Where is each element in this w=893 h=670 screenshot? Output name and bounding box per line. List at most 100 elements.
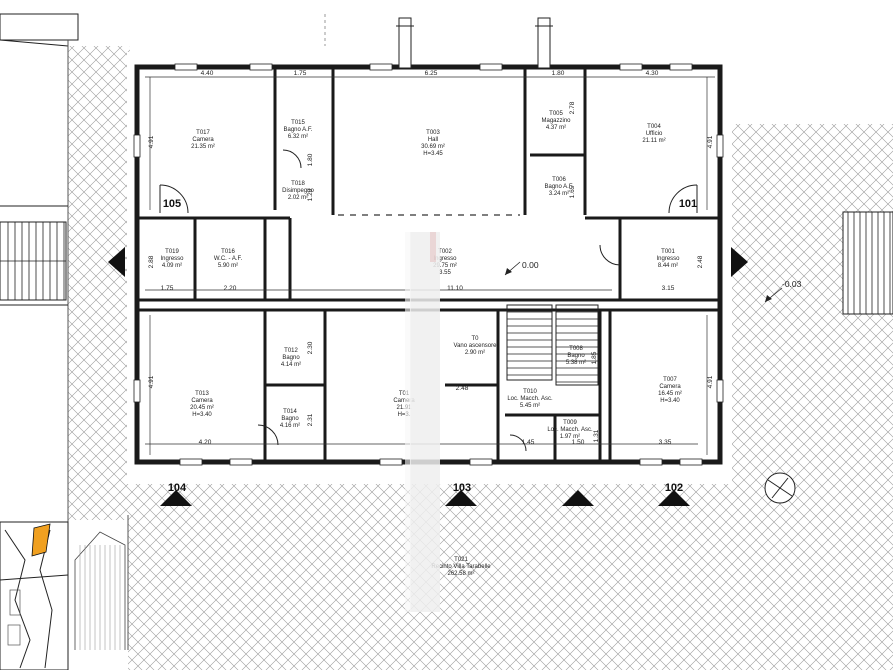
room-area: 2.90 m²	[465, 350, 485, 356]
dimension-lines	[145, 76, 715, 455]
room-area: 21.35 m²	[191, 144, 215, 150]
window	[174, 63, 198, 71]
dimension-text: 4.91	[707, 375, 714, 388]
room-name: Loc. Macch. Asc.	[547, 427, 593, 433]
window	[369, 63, 393, 71]
room-area: 30.69 m²	[421, 144, 445, 150]
dimension-text: 4.91	[148, 375, 155, 388]
room-area: 21.91	[396, 405, 412, 411]
window	[669, 63, 693, 71]
room-name: Hall	[428, 137, 438, 143]
door-105-label: 105	[163, 198, 181, 210]
room-code: T01	[399, 391, 410, 397]
room-code: T0	[471, 336, 479, 342]
door-103-label: 103	[453, 482, 471, 494]
room-code: T005	[549, 111, 563, 117]
room-area: 4.09 m²	[162, 263, 182, 269]
window	[133, 134, 141, 158]
room-name: Bagno	[281, 416, 299, 422]
entrance-arrow-east	[731, 247, 748, 277]
room-code: T007	[663, 377, 677, 383]
entrance-arrow-103	[445, 490, 477, 506]
room-name: Camera	[191, 398, 213, 404]
level-inside-text: 0.00	[522, 260, 539, 270]
dimension-text: 2.78	[569, 101, 576, 114]
room-name: Bagno A.F.	[544, 184, 573, 190]
window	[179, 458, 203, 466]
room-area: 5.90 m²	[218, 263, 238, 269]
room-name: Ingresso	[160, 256, 184, 262]
window	[479, 63, 503, 71]
room-code: T008	[569, 346, 583, 352]
dimension-text: 4.40	[201, 70, 214, 77]
level-outside-text: -0.03	[782, 279, 802, 289]
room-area: 21.11 m²	[642, 138, 665, 144]
dimension-text: 11.10	[447, 285, 463, 292]
chimney-left	[396, 17, 414, 69]
dimension-text: 4.91	[148, 135, 155, 148]
room-area: 4.16 m²	[280, 423, 300, 429]
courtyard-label: T021 Recinto Villa Tarabelle 262.58 m²	[431, 557, 491, 577]
room-name: Disimpegno	[282, 188, 314, 194]
dimension-text: 4.91	[707, 135, 714, 148]
room-name-T021: Recinto Villa Tarabelle	[431, 564, 491, 570]
neighbour-house	[74, 531, 126, 650]
dimension-text: 2.48	[456, 385, 469, 392]
dimension-text: 3.15	[662, 285, 675, 292]
room-name: Vano ascensore	[454, 343, 498, 349]
dimension-text: 2.88	[148, 255, 155, 268]
room-area: 16.45 m²	[658, 391, 682, 397]
window	[133, 379, 141, 403]
door-102-label: 102	[665, 482, 683, 494]
room-h: H=3.	[398, 412, 411, 418]
entrance-arrow-stair	[562, 490, 594, 506]
dimension-text: 1.65	[569, 185, 576, 198]
room-area: 8.44 m²	[658, 263, 678, 269]
entrance-arrow-102	[658, 490, 690, 506]
window	[639, 458, 663, 466]
room-code: T013	[195, 391, 209, 397]
dimension-text: 1.45	[522, 439, 535, 446]
room-code: T017	[196, 130, 210, 136]
room-area: 3.24 m²	[549, 191, 569, 197]
room-h: H=3.45	[423, 151, 443, 157]
room-code: T004	[647, 124, 661, 130]
window	[716, 134, 724, 158]
dimension-text: 1.31	[593, 429, 600, 442]
room-name: Loc. Macch. Asc.	[507, 396, 553, 402]
window	[679, 458, 703, 466]
tree-symbol	[764, 472, 796, 504]
level-inside: 0.00	[504, 260, 539, 276]
room-name: Ingresso	[433, 256, 457, 262]
door-swings	[159, 149, 698, 452]
room-code: T006	[552, 177, 566, 183]
room-code: T016	[221, 249, 235, 255]
room-name: Bagno	[282, 355, 300, 361]
window	[229, 458, 253, 466]
window	[249, 63, 273, 71]
window	[619, 63, 643, 71]
room-h: H=3.40	[192, 412, 212, 418]
room-area: 5.38 m²	[566, 360, 586, 366]
dimension-text: 4.30	[646, 70, 659, 77]
door-101-label: 101	[679, 198, 697, 210]
room-name: Magazzino	[541, 118, 571, 124]
room-code-T021: T021	[454, 557, 468, 563]
room-name: Camera	[192, 137, 214, 143]
window	[469, 458, 493, 466]
window	[379, 458, 403, 466]
room-area: 20.45 m²	[190, 405, 214, 411]
entrance-markers	[108, 247, 748, 506]
room-name: Ufficio	[646, 131, 663, 137]
